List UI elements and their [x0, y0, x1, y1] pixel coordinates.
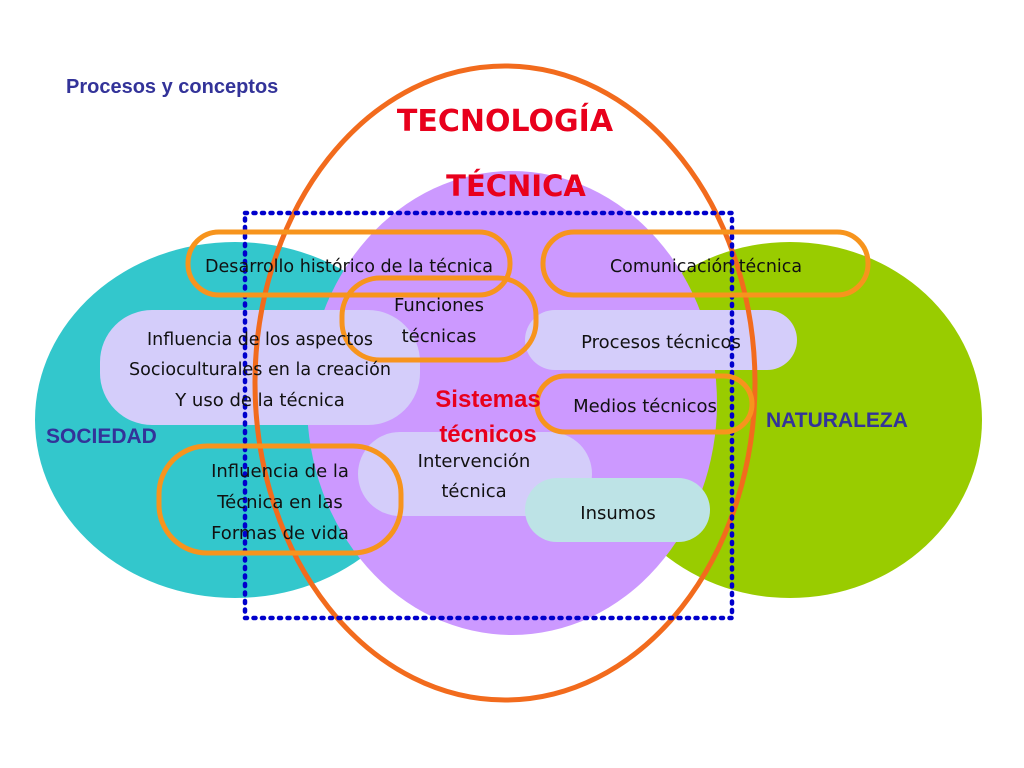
intervencion-text-line2: técnica [441, 481, 506, 502]
comunicacion-text: Comunicación técnica [610, 256, 802, 277]
tecnologia-ellipse [252, 63, 758, 703]
tecnologia-label: TECNOLOGÍA [397, 103, 614, 139]
influencia-aspectos-pill [100, 310, 420, 425]
sociedad-label: SOCIEDAD [46, 425, 157, 448]
influencia-formas-text-line1: Influencia de la [211, 461, 349, 482]
influencia-formas-outline [156, 443, 404, 556]
influencia-aspectos-text-line2: Socioculturales en la creación [129, 359, 391, 380]
funciones-text-line2: técnicas [402, 326, 477, 347]
influencia-formas-text-line2: Técnica en las [216, 492, 343, 513]
influencia-aspectos-text-line3: Y uso de la técnica [174, 390, 345, 411]
medios-text: Medios técnicos [573, 396, 717, 417]
intervencion-text-line1: Intervención [418, 451, 531, 472]
sistemas-label-line2: técnicos [439, 421, 536, 448]
medios-outline [534, 373, 755, 435]
desarrollo-text: Desarrollo histórico de la técnica [205, 256, 493, 277]
procesos-pill [525, 310, 797, 370]
page-title: Procesos y conceptos [66, 76, 278, 98]
insumos-pill [525, 478, 710, 542]
comunicacion-outline [540, 229, 871, 298]
naturaleza-label: NATURALEZA [766, 409, 908, 432]
tecnica-label: TÉCNICA [446, 169, 586, 203]
influencia-aspectos-text-line1: Influencia de los aspectos [147, 329, 373, 350]
dotted-frame [242, 210, 735, 621]
funciones-text-line1: Funciones [394, 295, 484, 316]
influencia-formas-text-line3: Formas de vida [211, 523, 349, 544]
procesos-text: Procesos técnicos [581, 332, 741, 353]
funciones-outline [339, 275, 539, 363]
sistemas-label-line1: Sistemas [435, 386, 540, 413]
insumos-text: Insumos [580, 503, 655, 524]
